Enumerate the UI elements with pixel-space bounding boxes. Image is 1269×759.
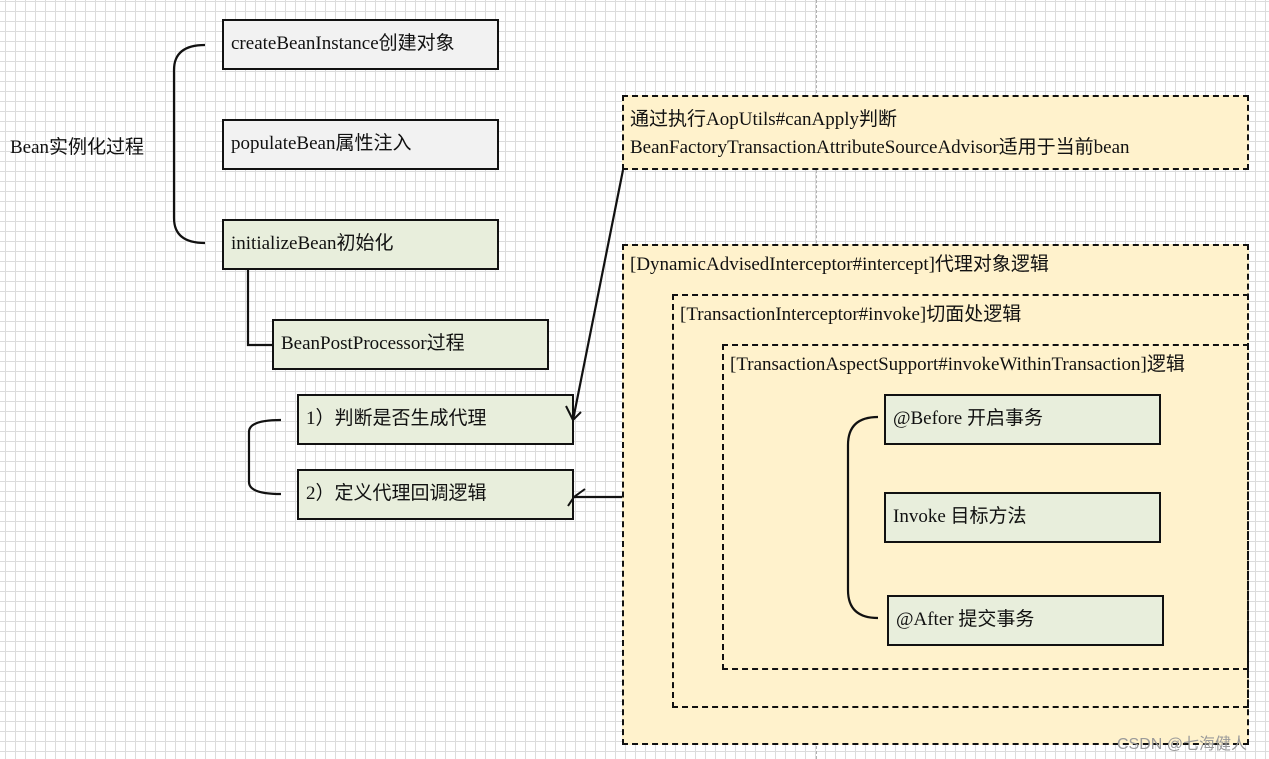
bean-post-processor-box[interactable]: BeanPostProcessor过程 [272, 319, 549, 370]
can-apply-note-line1: 通过执行AopUtils#canApply判断 [630, 109, 898, 130]
proxy-logic-middle-title: [TransactionInterceptor#invoke]切面处逻辑 [680, 304, 1022, 325]
can-apply-note[interactable]: 通过执行AopUtils#canApply判断 BeanFactoryTrans… [622, 95, 1249, 170]
post-processor-label: BeanPostProcessor过程 [281, 333, 465, 355]
proxy-logic-inner-title: [TransactionAspectSupport#invokeWithinTr… [730, 354, 1185, 375]
sub-step-label: 1）判断是否生成代理 [306, 408, 487, 430]
watermark: CSDN @七海健人 [1117, 736, 1248, 753]
step-label: createBeanInstance创建对象 [231, 33, 455, 55]
sub-step-define-callback[interactable]: 2）定义代理回调逻辑 [297, 469, 574, 520]
root-brace [172, 43, 206, 245]
step-label: populateBean属性注入 [231, 133, 412, 155]
advice-invoke[interactable]: Invoke 目标方法 [884, 492, 1161, 543]
sub-step-judge-proxy[interactable]: 1）判断是否生成代理 [297, 394, 574, 445]
advice-label: Invoke 目标方法 [893, 506, 1027, 528]
can-apply-note-line2: BeanFactoryTransactionAttributeSourceAdv… [630, 136, 1130, 158]
proxy-logic-outer-title: [DynamicAdvisedInterceptor#intercept]代理对… [630, 254, 1049, 275]
step-initialize-bean[interactable]: initializeBean初始化 [222, 219, 499, 270]
step-create-bean-instance[interactable]: createBeanInstance创建对象 [222, 19, 499, 70]
proxy-logic-inner[interactable]: [TransactionAspectSupport#invokeWithinTr… [722, 344, 1249, 670]
sub-steps-brace [247, 418, 282, 496]
advice-label: @Before 开启事务 [893, 408, 1043, 430]
step-label: initializeBean初始化 [231, 233, 394, 255]
can-apply-arrow [571, 169, 625, 421]
advice-before[interactable]: @Before 开启事务 [884, 394, 1161, 445]
root-label: Bean实例化过程 [10, 137, 145, 158]
initialize-to-postprocessor-connector [246, 270, 272, 347]
step-populate-bean[interactable]: populateBean属性注入 [222, 119, 499, 170]
sub-step-label: 2）定义代理回调逻辑 [306, 483, 487, 505]
advice-after[interactable]: @After 提交事务 [887, 595, 1164, 646]
advice-label: @After 提交事务 [896, 609, 1035, 631]
